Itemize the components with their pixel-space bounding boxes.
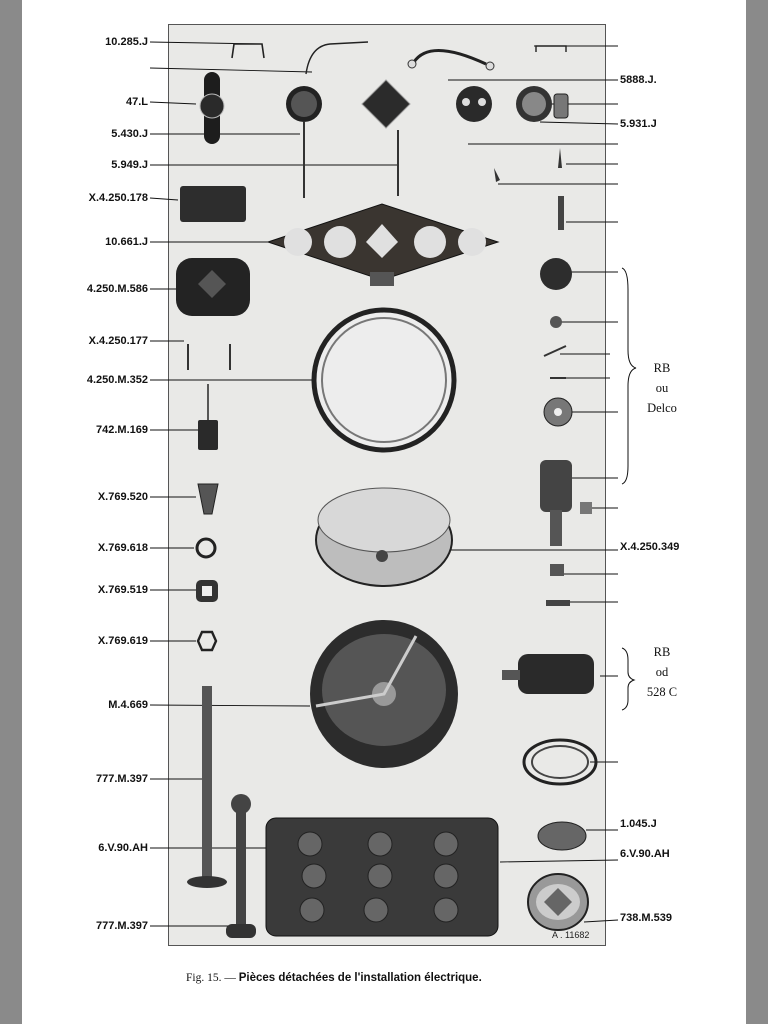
group-note-line: ou [655, 381, 669, 395]
part-label: 10.661.J [105, 236, 148, 248]
part-label: 47.L [125, 96, 148, 108]
part-label: X.769.618 [97, 542, 148, 554]
group-note-line: RB [653, 645, 671, 659]
part-label: 742.M.169 [96, 424, 148, 436]
part-label: X.4.250.178 [88, 192, 148, 204]
plate-stamp: A . 11682 [552, 930, 590, 940]
part-label: 10.285.J [105, 36, 148, 48]
part-label: 5.430.J [111, 128, 148, 140]
group-note-line: 528 C [646, 685, 678, 699]
part-label: 5888.J. [620, 74, 657, 86]
group-note-coil: RB od 528 C [632, 642, 692, 702]
part-label: X.4.250.177 [88, 335, 148, 347]
figure-caption-text: Pièces détachées de l'installation élect… [238, 972, 482, 984]
part-label: 6.V.90.AH [98, 842, 148, 854]
part-label: X.769.520 [97, 491, 148, 503]
parts-plate [168, 24, 606, 946]
part-label: X.769.619 [97, 635, 148, 647]
part-label: 777.M.397 [96, 773, 148, 785]
part-label: 6.V.90.AH [620, 848, 670, 860]
part-label: 5.931.J [620, 118, 657, 130]
part-label: 1.045.J [620, 818, 657, 830]
figure-number: Fig. 15. — [186, 972, 236, 984]
part-label: 777.M.397 [96, 920, 148, 932]
group-note-line: od [655, 665, 669, 679]
group-note-line: Delco [647, 401, 677, 415]
part-label: X.769.519 [97, 584, 148, 596]
part-label: 4.250.M.586 [86, 283, 148, 295]
part-label: 5.949.J [111, 159, 148, 171]
group-note-line: RB [653, 361, 671, 375]
part-label: 4.250.M.352 [86, 374, 148, 386]
part-label: M.4.669 [108, 699, 148, 711]
part-label: 738.M.539 [620, 912, 672, 924]
group-note-distributor: RB ou Delco [632, 358, 692, 418]
figure-caption: Fig. 15. — Pièces détachées de l'install… [186, 972, 482, 984]
part-label: X.4.250.349 [620, 541, 680, 553]
